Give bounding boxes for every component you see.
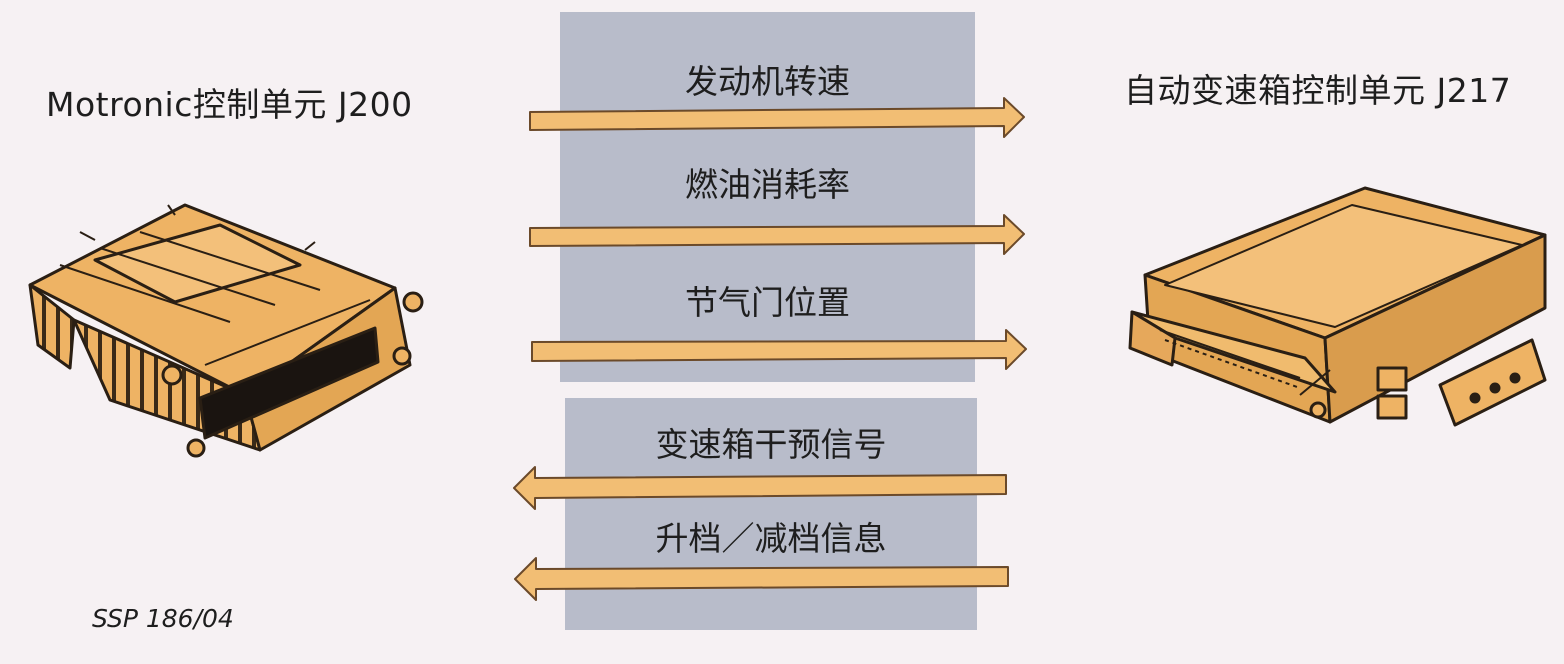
signal-label-shift-information: 升档／减档信息 bbox=[655, 519, 887, 558]
arrow-fuel-consumption bbox=[529, 214, 1025, 255]
arrow-shift-information bbox=[514, 557, 1009, 601]
arrow-throttle-position bbox=[531, 329, 1027, 370]
transmission-control-unit-icon bbox=[1128, 186, 1547, 427]
arrow-engine-speed bbox=[529, 97, 1025, 138]
figure-reference: SSP 186/04 bbox=[92, 604, 234, 633]
return-signal-panel bbox=[565, 398, 977, 630]
arrow-transmission-intervention bbox=[513, 466, 1007, 510]
transmission-control-unit-title: 自动变速箱控制单元 J217 bbox=[1124, 71, 1512, 110]
engine-control-unit-title: Motronic控制单元 J200 bbox=[46, 85, 413, 124]
engine-control-unit-icon bbox=[28, 203, 424, 458]
forward-signal-panel bbox=[560, 12, 975, 382]
signal-label-transmission-intervention: 变速箱干预信号 bbox=[655, 425, 887, 464]
signal-label-engine-speed: 发动机转速 bbox=[685, 62, 850, 101]
signal-label-fuel-consumption: 燃油消耗率 bbox=[685, 165, 850, 204]
signal-label-throttle-position: 节气门位置 bbox=[685, 283, 850, 322]
